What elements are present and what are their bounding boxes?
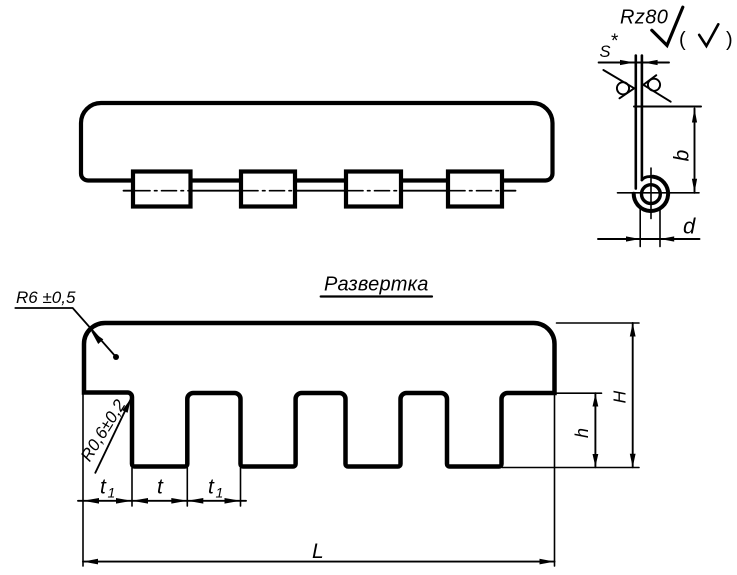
svg-text:Rz80: Rz80 — [620, 7, 668, 29]
svg-text:h: h — [572, 428, 592, 438]
svg-text:d: d — [683, 214, 696, 239]
svg-text:S: S — [600, 43, 611, 61]
svg-text:1: 1 — [108, 485, 116, 501]
svg-text:H: H — [609, 390, 629, 403]
svg-text:(: ( — [679, 29, 686, 51]
svg-text:): ) — [726, 29, 733, 51]
svg-text:t: t — [157, 476, 164, 499]
svg-text:t: t — [208, 476, 215, 499]
svg-text:Развертка: Развертка — [324, 274, 429, 296]
svg-text:*: * — [611, 31, 619, 52]
svg-text:1: 1 — [216, 485, 224, 501]
svg-text:L: L — [312, 540, 324, 563]
svg-text:b: b — [671, 149, 694, 161]
svg-text:R6 ±0,5: R6 ±0,5 — [16, 288, 76, 307]
svg-text:t: t — [100, 476, 107, 499]
